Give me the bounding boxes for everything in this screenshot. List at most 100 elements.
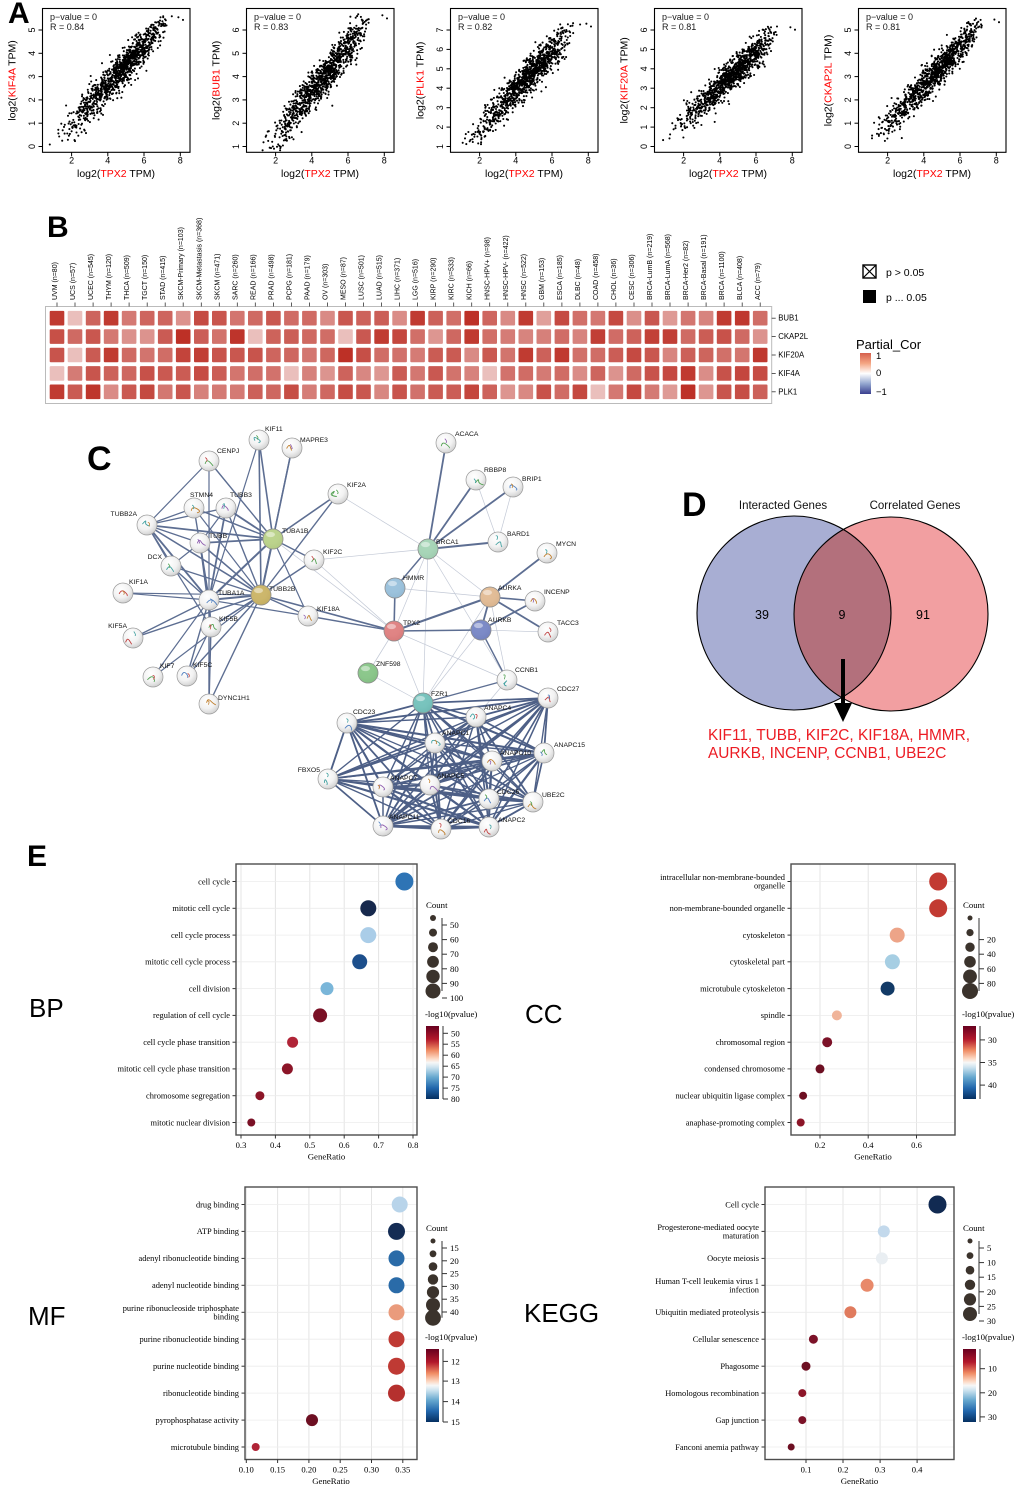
svg-text:-log10(pvalue): -log10(pvalue) [962, 1332, 1014, 1342]
svg-text:KIF5C: KIF5C [193, 662, 212, 669]
svg-text:4: 4 [27, 51, 37, 56]
svg-text:CKAP2L: CKAP2L [778, 332, 809, 341]
svg-text:CESC (n=306): CESC (n=306) [629, 254, 636, 300]
svg-text:HNSC-HPV+ (n=98): HNSC-HPV+ (n=98) [485, 237, 492, 300]
svg-text:BRIP1: BRIP1 [522, 476, 542, 483]
svg-text:Partial_Cor: Partial_Cor [856, 337, 922, 352]
svg-text:2: 2 [27, 97, 37, 102]
svg-text:MAPRE3: MAPRE3 [300, 437, 328, 444]
svg-text:organelle: organelle [754, 882, 785, 891]
svg-text:5: 5 [987, 1243, 992, 1253]
svg-text:55: 55 [451, 1039, 460, 1049]
svg-text:STMN4: STMN4 [190, 492, 213, 499]
svg-text:20: 20 [987, 935, 996, 945]
svg-text:0.3: 0.3 [236, 1140, 247, 1150]
svg-text:R = 0.81: R = 0.81 [866, 22, 900, 32]
svg-text:drug binding: drug binding [196, 1200, 240, 1209]
svg-text:ANAPC7: ANAPC7 [390, 775, 417, 782]
svg-text:cell cycle phase transition: cell cycle phase transition [143, 1038, 231, 1047]
svg-text:Fanconi anemia pathway: Fanconi anemia pathway [675, 1443, 760, 1452]
svg-text:Progesterone-mediated oocyte: Progesterone-mediated oocyte [657, 1223, 759, 1232]
svg-text:BARD1: BARD1 [507, 531, 530, 538]
svg-text:p−value = 0: p−value = 0 [662, 12, 709, 22]
svg-text:80: 80 [450, 964, 459, 974]
svg-text:35: 35 [450, 1294, 459, 1304]
svg-text:Gap junction: Gap junction [716, 1416, 760, 1425]
svg-text:2: 2 [69, 155, 74, 165]
svg-text:2: 2 [639, 105, 649, 110]
svg-text:4: 4 [231, 74, 241, 79]
svg-text:12: 12 [451, 1356, 460, 1366]
svg-text:40: 40 [988, 1080, 997, 1090]
svg-text:2: 2 [435, 125, 445, 130]
svg-text:7: 7 [435, 27, 445, 32]
svg-text:R = 0.84: R = 0.84 [50, 22, 84, 32]
svg-text:15: 15 [451, 1417, 460, 1427]
svg-text:FBXO5: FBXO5 [298, 767, 321, 774]
svg-text:CHOL (n=36): CHOL (n=36) [611, 258, 618, 300]
svg-text:30: 30 [988, 1412, 997, 1422]
svg-text:log2(TPX2 TPM): log2(TPX2 TPM) [77, 168, 155, 180]
svg-text:5: 5 [435, 66, 445, 71]
svg-text:ANAPC4: ANAPC4 [484, 705, 511, 712]
svg-text:MYCN: MYCN [556, 541, 576, 548]
svg-text:70: 70 [451, 1072, 460, 1082]
svg-text:0.8: 0.8 [408, 1140, 419, 1150]
svg-text:purine nucleotide binding: purine nucleotide binding [153, 1362, 240, 1371]
svg-text:THCA (n=509): THCA (n=509) [124, 255, 131, 300]
svg-text:0.4: 0.4 [863, 1140, 874, 1150]
svg-text:1: 1 [639, 125, 649, 130]
svg-text:RBBP8: RBBP8 [484, 467, 507, 474]
svg-text:FZR1: FZR1 [431, 691, 448, 698]
svg-text:GeneRatio: GeneRatio [312, 1476, 350, 1486]
svg-text:UCEC (n=545): UCEC (n=545) [88, 254, 95, 300]
svg-text:KICH (n=66): KICH (n=66) [467, 261, 474, 300]
svg-text:log2(TPX2 TPM): log2(TPX2 TPM) [893, 168, 971, 180]
svg-text:3: 3 [27, 74, 37, 79]
svg-text:Human T-cell leukemia virus 1: Human T-cell leukemia virus 1 [655, 1277, 759, 1286]
svg-text:30: 30 [988, 1035, 997, 1045]
svg-text:MESO (n=87): MESO (n=87) [341, 257, 348, 300]
svg-text:regulation of cell cycle: regulation of cell cycle [153, 1011, 230, 1020]
svg-text:0.30: 0.30 [364, 1465, 379, 1475]
svg-text:mitotic cell cycle process: mitotic cell cycle process [145, 958, 230, 967]
svg-text:1: 1 [231, 144, 241, 149]
svg-text:0.6: 0.6 [339, 1140, 350, 1150]
svg-text:Correlated Genes: Correlated Genes [870, 500, 961, 512]
svg-text:KIF2A: KIF2A [347, 482, 366, 489]
svg-text:INCENP: INCENP [544, 589, 570, 596]
svg-text:1: 1 [435, 144, 445, 149]
svg-text:25: 25 [987, 1301, 996, 1311]
svg-text:13: 13 [451, 1376, 460, 1386]
svg-text:Count: Count [963, 1223, 985, 1233]
svg-text:THYM (n=120): THYM (n=120) [106, 254, 113, 300]
svg-text:Count: Count [426, 1223, 448, 1233]
svg-text:binding: binding [213, 1313, 239, 1322]
svg-text:4: 4 [843, 51, 853, 56]
svg-text:ribonucleotide binding: ribonucleotide binding [163, 1389, 240, 1398]
svg-text:15: 15 [450, 1243, 459, 1253]
svg-text:4: 4 [513, 155, 518, 165]
svg-text:maturation: maturation [723, 1232, 760, 1241]
svg-text:10: 10 [988, 1364, 997, 1374]
svg-text:R = 0.82: R = 0.82 [458, 22, 492, 32]
svg-text:TGCT (n=150): TGCT (n=150) [142, 255, 149, 300]
svg-text:ACACA: ACACA [455, 431, 479, 438]
svg-text:UBE2C: UBE2C [542, 792, 565, 799]
svg-text:2: 2 [273, 155, 278, 165]
svg-text:80: 80 [987, 978, 996, 988]
svg-text:cytoskeleton: cytoskeleton [743, 931, 786, 940]
svg-text:SKCM-Primary (n=103): SKCM-Primary (n=103) [178, 227, 185, 300]
svg-text:LGG (n=516): LGG (n=516) [413, 259, 420, 300]
svg-text:6: 6 [141, 155, 146, 165]
svg-text:TUBA1A: TUBA1A [218, 590, 245, 597]
svg-text:Phagosome: Phagosome [720, 1362, 759, 1371]
svg-text:0.20: 0.20 [301, 1465, 316, 1475]
svg-text:log2(KIF4A TPM): log2(KIF4A TPM) [7, 40, 19, 120]
svg-text:0.5: 0.5 [304, 1140, 315, 1150]
svg-text:Interacted Genes: Interacted Genes [739, 500, 827, 512]
svg-text:UCS (n=57): UCS (n=57) [70, 263, 77, 300]
svg-text:35: 35 [988, 1058, 997, 1068]
svg-text:8: 8 [178, 155, 183, 165]
svg-text:91: 91 [916, 608, 930, 622]
